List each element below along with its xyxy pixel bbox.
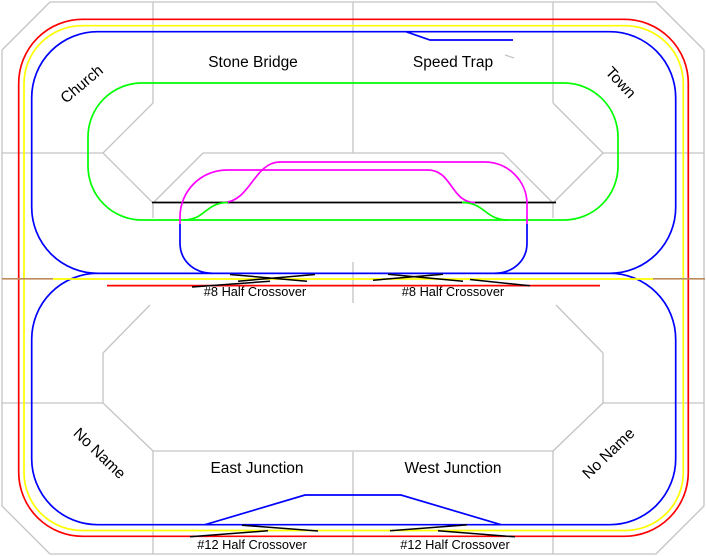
green-turnout-left[interactable] xyxy=(182,201,229,221)
green-inner-loop-track[interactable] xyxy=(87,82,619,221)
bumper-mark xyxy=(504,54,515,59)
speed-trap-spur-track[interactable] xyxy=(405,30,513,41)
tracks xyxy=(2,18,705,538)
crossover-8-left-switches[interactable] xyxy=(191,273,316,288)
label-speed-trap: Speed Trap xyxy=(413,54,493,71)
junction-siding-track[interactable] xyxy=(204,494,502,526)
crossover-12-left-switches[interactable] xyxy=(189,524,319,538)
label-crossover-12-right: #12 Half Crossover xyxy=(400,537,510,552)
label-no-name-right: No Name xyxy=(579,425,638,483)
blue-lower-oval-track[interactable] xyxy=(30,272,677,526)
magenta-lower-siding-track[interactable] xyxy=(179,169,428,224)
label-crossover-8-right: #8 Half Crossover xyxy=(402,284,505,299)
label-church: Church xyxy=(58,62,107,107)
blue-inner-arc-right[interactable] xyxy=(493,224,528,275)
outer-red-loop-track[interactable] xyxy=(17,18,690,538)
label-stone-bridge: Stone Bridge xyxy=(208,54,298,71)
label-crossover-12-left: #12 Half Crossover xyxy=(197,537,307,552)
label-town: Town xyxy=(602,64,639,102)
blue-inner-arc-left[interactable] xyxy=(179,224,214,275)
crossover-8-right-switches[interactable] xyxy=(372,273,531,287)
label-crossover-8-left: #8 Half Crossover xyxy=(204,284,307,299)
label-west-junction: West Junction xyxy=(404,460,501,477)
labels: Stone Bridge Speed Trap Church Town No N… xyxy=(58,54,639,552)
label-no-name-left: No Name xyxy=(70,425,129,483)
label-east-junction: East Junction xyxy=(210,460,303,477)
magenta-lower-right-turnout[interactable] xyxy=(427,169,476,204)
crossover-12-right-switches[interactable] xyxy=(389,524,516,538)
green-turnout-right[interactable] xyxy=(461,201,509,221)
magenta-upper-siding-track[interactable] xyxy=(222,161,528,224)
